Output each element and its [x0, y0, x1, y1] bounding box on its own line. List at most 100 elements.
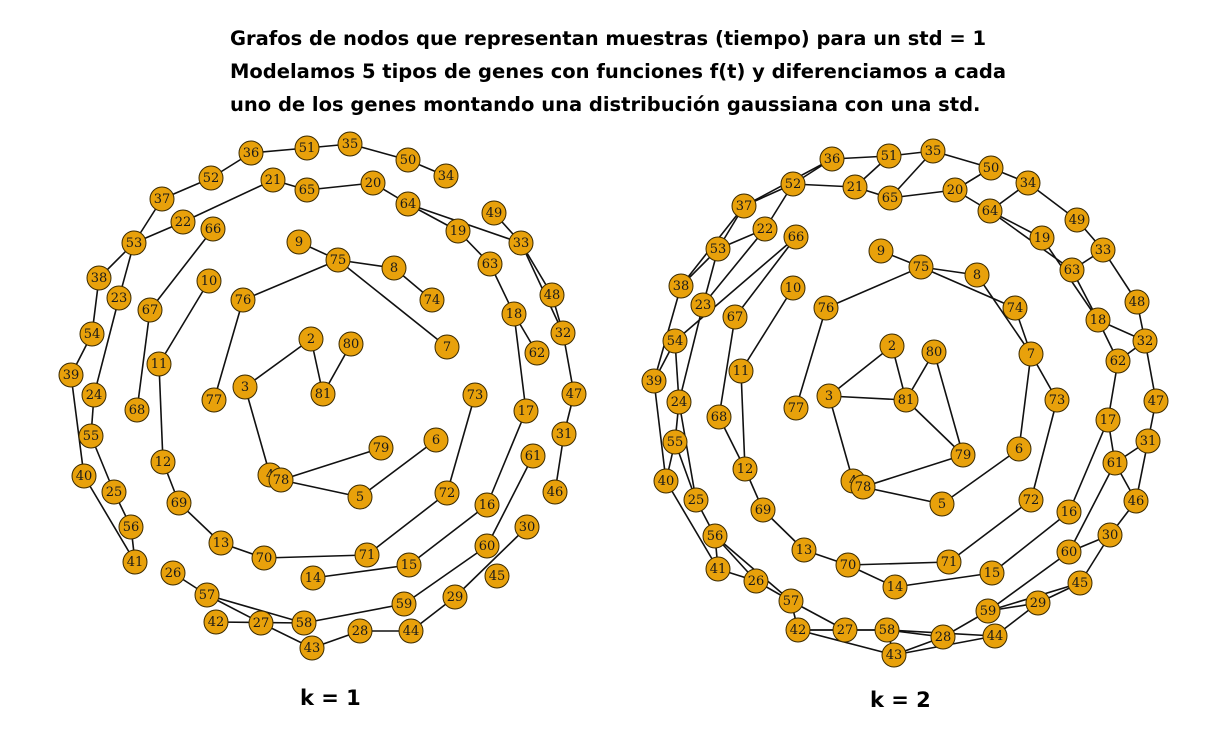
node-label: 55	[667, 435, 684, 450]
node-circle	[1102, 450, 1128, 476]
node-68: 68	[124, 397, 150, 423]
title-line-3: uno de los genes montando una distribuci…	[230, 93, 981, 116]
edge-72-73	[446, 394, 476, 494]
node-5: 5	[347, 484, 373, 510]
node-label: 17	[518, 404, 535, 419]
node-40: 40	[71, 463, 97, 489]
node-22: 22	[752, 216, 778, 242]
node-circle	[868, 238, 894, 264]
edge-15-14	[312, 564, 410, 579]
node-label: 50	[400, 153, 417, 168]
node-79: 79	[950, 442, 976, 468]
node-38: 38	[668, 273, 694, 299]
node-label: 31	[556, 427, 573, 442]
node-label: 59	[396, 597, 413, 612]
node-8: 8	[381, 255, 407, 281]
node-label: 7	[443, 340, 451, 355]
node-49: 49	[481, 200, 507, 226]
node-32: 32	[1132, 328, 1158, 354]
edge-76-77	[795, 307, 827, 409]
node-circle	[785, 617, 811, 643]
node-14: 14	[882, 574, 908, 600]
node-9: 9	[286, 229, 312, 255]
edge-61-60	[1068, 462, 1116, 553]
node-label: 25	[688, 493, 705, 508]
node-circle	[79, 321, 105, 347]
node-66: 66	[783, 224, 809, 250]
node-label: 51	[299, 141, 316, 156]
node-circle	[876, 143, 902, 169]
node-circle	[286, 229, 312, 255]
node-label: 34	[438, 169, 455, 184]
node-label: 3	[241, 380, 249, 395]
node-label: 62	[1110, 354, 1127, 369]
node-5: 5	[929, 491, 955, 517]
node-label: 52	[203, 171, 220, 186]
node-56: 56	[702, 523, 728, 549]
node-label: 11	[151, 357, 168, 372]
node-label: 60	[1061, 545, 1078, 560]
node-circle	[1029, 225, 1055, 251]
node-circle	[391, 591, 417, 617]
node-label: 44	[987, 629, 1004, 644]
node-label: 51	[881, 149, 898, 164]
node-70: 70	[251, 545, 277, 571]
node-label: 2	[888, 339, 896, 354]
node-12: 12	[732, 456, 758, 482]
node-label: 10	[785, 281, 802, 296]
node-label: 67	[142, 303, 159, 318]
node-73: 73	[462, 382, 488, 408]
node-label: 63	[482, 257, 499, 272]
node-circle	[920, 138, 946, 164]
edge-60-59	[987, 551, 1070, 612]
node-label: 30	[519, 520, 536, 535]
node-circle	[423, 427, 449, 453]
node-circle	[683, 487, 709, 513]
node-34: 34	[433, 163, 459, 189]
node-label: 15	[401, 558, 418, 573]
node-81: 81	[310, 381, 336, 407]
node-35: 35	[337, 131, 363, 157]
node-label: 80	[926, 345, 943, 360]
node-circle	[203, 609, 229, 635]
node-circle	[434, 480, 460, 506]
node-circle	[702, 523, 728, 549]
node-circle	[294, 135, 320, 161]
node-circle	[86, 265, 112, 291]
node-label: 80	[343, 337, 360, 352]
edge-10-11	[158, 280, 210, 365]
node-circle	[474, 533, 500, 559]
edge-2-3	[244, 338, 312, 388]
node-label: 74	[424, 293, 441, 308]
edge-57-56	[714, 535, 792, 602]
node-39: 39	[641, 368, 667, 394]
node-71: 71	[936, 549, 962, 575]
node-74: 74	[419, 287, 445, 313]
node-circle	[1056, 539, 1082, 565]
node-32: 32	[550, 320, 576, 346]
node-circle	[208, 530, 234, 556]
node-33: 33	[508, 230, 534, 256]
edge-66-67	[734, 236, 797, 318]
node-circle	[268, 467, 294, 493]
edge-66-54	[674, 236, 797, 342]
node-circle	[396, 552, 422, 578]
edge-60-59	[403, 545, 488, 605]
node-circle	[395, 191, 421, 217]
node-62: 62	[1105, 348, 1131, 374]
node-58: 58	[874, 617, 900, 643]
edge-15-16	[991, 511, 1070, 574]
node-circle	[879, 333, 905, 359]
figure-title: Grafos de nodos que representan muestras…	[230, 22, 1130, 121]
node-circle	[122, 549, 148, 575]
node-circle	[979, 560, 1005, 586]
node-label: 22	[175, 215, 192, 230]
node-label: 36	[824, 152, 841, 167]
node-circle	[882, 574, 908, 600]
node-circle	[539, 282, 565, 308]
node-30: 30	[1097, 522, 1123, 548]
node-65: 65	[877, 185, 903, 211]
node-circle	[501, 301, 527, 327]
node-label: 36	[243, 146, 260, 161]
